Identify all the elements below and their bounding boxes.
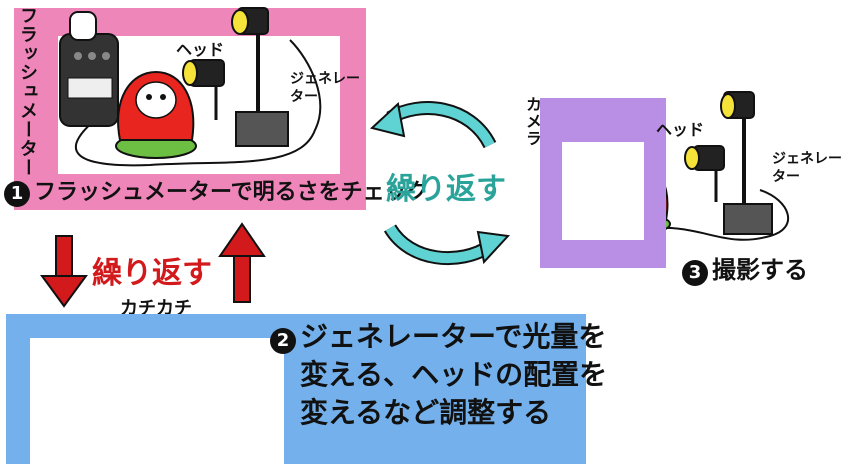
step2-scene [30, 338, 284, 464]
repeat-arrow-up [218, 222, 266, 303]
click-sound-label: カチカチ [120, 298, 192, 319]
flash-meter-icon [59, 11, 119, 127]
generator-icon [235, 111, 289, 147]
step2-number: 2 [270, 328, 296, 354]
dial-label-2: 2 [194, 406, 208, 430]
flash-meter-label: フラッシュメーター [17, 6, 38, 177]
step2-line-1: ジェネレーターで光量を [300, 320, 607, 353]
step3-number: 3 [682, 260, 708, 286]
repeat-arrow-down [40, 235, 88, 308]
head-light-icon [720, 91, 755, 206]
generator-label: ジェネレーター [290, 71, 360, 105]
dial-label-1: 1 [78, 406, 92, 430]
step1-number: 1 [4, 181, 30, 207]
repeat-arrow-top [369, 101, 497, 149]
camera-label: カメラ [523, 96, 542, 147]
head-label-3: ヘッド [656, 120, 705, 139]
step2-panel [6, 314, 586, 464]
step2-line-2: 変える、ヘッドの配置を [300, 358, 608, 391]
step3-text: 撮影する [712, 256, 808, 284]
generator-label-3: ジェネレーター [772, 151, 842, 185]
repeat-arrow-bottom [383, 224, 511, 266]
repeat-label-teal: 繰り返す [386, 172, 506, 207]
daruma-icon [115, 70, 197, 159]
head-light-icon [182, 59, 225, 120]
head-light-icon [231, 7, 269, 112]
repeat-label-red: 繰り返す [92, 256, 212, 291]
generator-icon [723, 203, 773, 235]
head-label: ヘッド [176, 40, 225, 59]
step3-panel [540, 98, 666, 268]
step3-scene [562, 142, 644, 240]
step1-text: フラッシュメーターで明るさをチェック [34, 180, 429, 205]
head-light-icon [684, 145, 725, 202]
step2-line-3: 変えるなど調整する [300, 396, 552, 429]
